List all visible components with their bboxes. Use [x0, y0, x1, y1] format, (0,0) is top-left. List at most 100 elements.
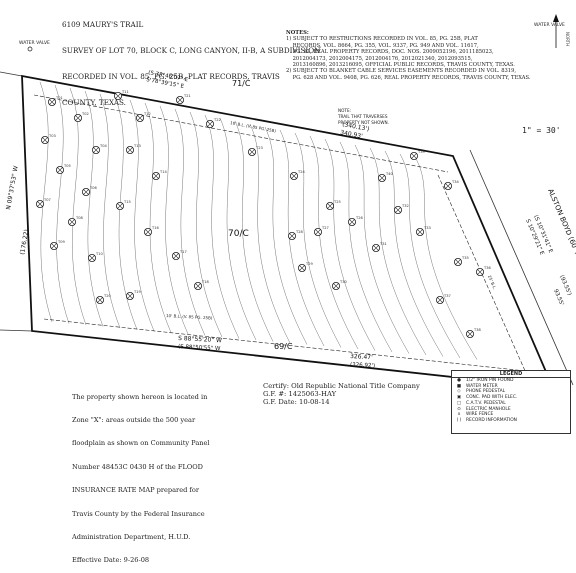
tree-icon: T28	[287, 230, 303, 240]
legend-label: CONC. PAD WITH ELEC.	[466, 395, 518, 401]
tree-icon: T05	[56, 164, 71, 174]
adjacent-lot-above: 71/C	[232, 79, 251, 88]
flood-line: The property shown hereon is located in	[72, 392, 208, 401]
notes-heading: NOTES:	[286, 30, 309, 36]
tree-label: T07	[43, 198, 51, 202]
tree-icon: T20	[96, 294, 111, 304]
tree-icon: T30	[331, 280, 347, 290]
tree-icon: T40	[377, 172, 393, 182]
legend-symbol-icon: ●	[457, 378, 461, 383]
title-line-4: COUNTY, TEXAS.	[62, 97, 126, 107]
tree-label: T18	[201, 280, 209, 284]
legend-label: C.A.T.V. PEDESTAL	[466, 400, 506, 406]
legend-label: RECORD INFORMATION	[466, 417, 517, 423]
legend-label: WIRE FENCE	[466, 412, 494, 418]
lot-label: 70/C	[228, 229, 249, 239]
contour-line	[249, 123, 291, 344]
tree-icon: T06	[82, 186, 97, 196]
top-distance: 340.93'	[340, 129, 364, 140]
contour-line	[399, 153, 461, 359]
flood-line: Effective Date: 9-26-08	[72, 556, 150, 565]
contour-line	[294, 132, 342, 348]
tree-label: T25	[333, 200, 341, 204]
left-bearing: N 09°37'53" W	[5, 165, 20, 210]
trail-note-line: TRAIL THAT TRAVERSES	[337, 114, 388, 119]
tree-label: T31	[379, 242, 387, 246]
title-line-2: SURVEY OF LOT 70, BLOCK C, LONG CANYON, …	[62, 45, 321, 55]
legend-item: ( )RECORD INFORMATION	[452, 418, 570, 424]
tree-icon: T21	[175, 94, 191, 105]
tree-label: T20	[103, 294, 111, 298]
water-valve-icon	[27, 46, 33, 52]
contour-line	[264, 126, 308, 345]
contour-line	[369, 147, 427, 356]
contour-line	[69, 87, 87, 326]
tree-icon: T09	[50, 240, 65, 250]
tree-markers: T01T02T03T04T05T06T07T08T09T10T11T12T13T…	[36, 90, 491, 338]
legend-item: ◇ PHONE PEDESTAL	[452, 389, 570, 395]
contour-line	[174, 108, 206, 336]
tree-label: T32	[401, 204, 409, 208]
tree-label: T35	[461, 256, 469, 260]
tree-label: T16	[151, 226, 159, 230]
tree-label: T24	[297, 170, 305, 174]
legend-item: ■ WATER METER	[452, 384, 570, 390]
contour-line	[144, 102, 172, 333]
contour-line	[339, 141, 393, 353]
legend-item: x WIRE FENCE	[452, 412, 570, 418]
contour-line	[39, 81, 53, 323]
tree-icon: T07	[36, 198, 51, 208]
flood-line: Zone "X": areas outside the 500 year	[72, 415, 196, 424]
tree-icon: T22	[205, 118, 221, 129]
contour-line	[384, 150, 444, 357]
tree-label: T08	[75, 216, 83, 220]
tree-label: T15	[123, 200, 131, 204]
contour-line	[354, 144, 410, 354]
legend-symbol-icon: ▣	[456, 395, 462, 401]
tree-icon: T33	[415, 226, 431, 236]
tree-label: T12	[143, 112, 151, 116]
legend-symbol-icon: ◇	[457, 389, 461, 395]
legend-item: ●1/2" IRON PIN FOUND	[452, 378, 570, 384]
contour-lines	[39, 81, 478, 360]
bottom-distance: 326.47'	[350, 353, 373, 361]
legend-label: WATER METER	[466, 383, 498, 389]
tree-icon: T27	[313, 226, 329, 236]
tree-label: T38	[473, 328, 481, 332]
contour-line	[99, 93, 121, 329]
tree-label: T22	[213, 118, 221, 122]
tree-icon: T34	[443, 180, 459, 190]
legend-title: LEGEND	[452, 371, 570, 378]
tree-icon: T35	[453, 256, 469, 266]
right-distance: 93.55'	[552, 288, 564, 306]
tree-label: T34	[451, 180, 459, 184]
bottom-distance-record: (326.92')	[350, 362, 375, 369]
legend-item: □ C.A.T.V. PEDESTAL	[452, 401, 570, 407]
adjacent-lot-below: 69/C	[274, 342, 293, 351]
tree-icon: T31	[371, 242, 387, 252]
tree-label: T06	[89, 186, 97, 190]
legend-label: PHONE PEDESTAL	[466, 389, 506, 395]
legend-symbol-icon: □	[456, 400, 462, 406]
tree-label: T40	[385, 172, 393, 176]
setback-line-top	[33, 94, 449, 173]
tree-icon: T26	[347, 216, 363, 226]
tree-icon: T02	[74, 112, 89, 123]
note-line: RECORDS, VOL. 8664, PG. 355, VOL. 9337, …	[286, 42, 479, 49]
tree-icon: T04	[92, 144, 107, 154]
contour-line	[114, 96, 138, 330]
map-legend: LEGEND ●1/2" IRON PIN FOUND ■ WATER METER…	[451, 370, 571, 434]
tree-label: T28	[295, 230, 303, 234]
tree-icon: T39	[409, 150, 425, 160]
tree-icon: T08	[68, 216, 83, 226]
legend-symbol-icon: x	[457, 412, 461, 418]
tree-label: T19	[133, 290, 141, 294]
water-valve-label: WATER VALVE	[19, 40, 50, 46]
road-setback-label: 25' B.L.	[487, 274, 497, 290]
contour-line	[309, 135, 359, 350]
flood-zone-statement: The property shown hereon is located in …	[72, 378, 210, 573]
legend-label: ELECTRIC MANHOLE	[466, 406, 511, 412]
flood-line: Administration Department, H.U.D.	[72, 532, 191, 541]
legend-symbol-icon: ■	[456, 383, 462, 389]
tree-label: T10	[95, 252, 103, 256]
